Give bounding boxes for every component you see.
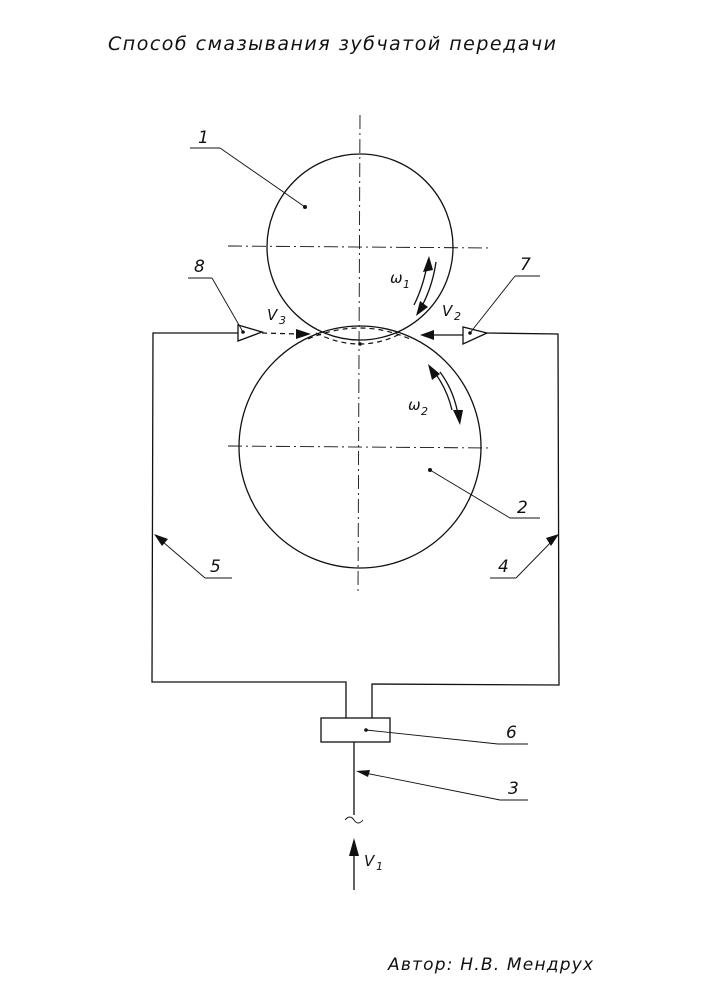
omega1-label: ω (390, 269, 403, 287)
leader-gear-1 (220, 148, 305, 207)
v3-sub: 3 (279, 314, 286, 327)
jet-v3 (262, 333, 298, 334)
leader-pipe-3-arrowhead (356, 770, 370, 777)
diagram-title: Способ смазывания зубчатой передачи (108, 33, 557, 55)
jet-v2-arrowhead (420, 330, 434, 340)
v2-sub: 2 (454, 310, 461, 323)
omega1-arrowhead-up (423, 256, 433, 272)
leader-pipe-3 (360, 772, 500, 800)
pitch-point (358, 342, 362, 346)
leader-gear-2-dot (428, 468, 432, 472)
nozzle-7 (463, 327, 487, 344)
label-branch-4: 4 (498, 557, 509, 577)
label-nozzle-8: 8 (194, 257, 205, 277)
vertical-axis (358, 115, 360, 592)
v3-label: V (267, 306, 279, 324)
pipe-right-branch (372, 333, 559, 718)
label-pipe-3: 3 (508, 779, 519, 799)
pipe-3-break (345, 817, 363, 823)
leader-gear-1-dot (303, 205, 307, 209)
v1-sub: 1 (376, 860, 383, 873)
author-signature: Автор: Н.В. Мендрух (387, 955, 594, 975)
omega1-arrowhead-down (416, 301, 428, 316)
omega1-sub: 1 (403, 278, 410, 291)
label-unit-6: 6 (506, 723, 517, 743)
omega2-label: ω (408, 396, 421, 414)
leader-nozzle-7 (470, 276, 515, 333)
v2-label: V (442, 302, 454, 320)
omega2-arrowhead-down (453, 410, 463, 425)
gear-2-horizontal-axis (228, 446, 492, 448)
v1-label: V (364, 852, 376, 870)
flow-v1-arrowhead (349, 838, 359, 856)
omega2-sub: 2 (421, 405, 428, 418)
label-branch-5: 5 (210, 557, 221, 577)
label-nozzle-7: 7 (520, 255, 531, 275)
leader-nozzle-8 (212, 278, 243, 332)
unit-6 (321, 718, 390, 742)
pipe-left-branch (152, 333, 346, 718)
label-gear-2: 2 (517, 498, 528, 518)
label-gear-1: 1 (198, 128, 209, 148)
leader-gear-2 (430, 470, 510, 518)
leader-branch-4-arrowhead (546, 534, 559, 546)
